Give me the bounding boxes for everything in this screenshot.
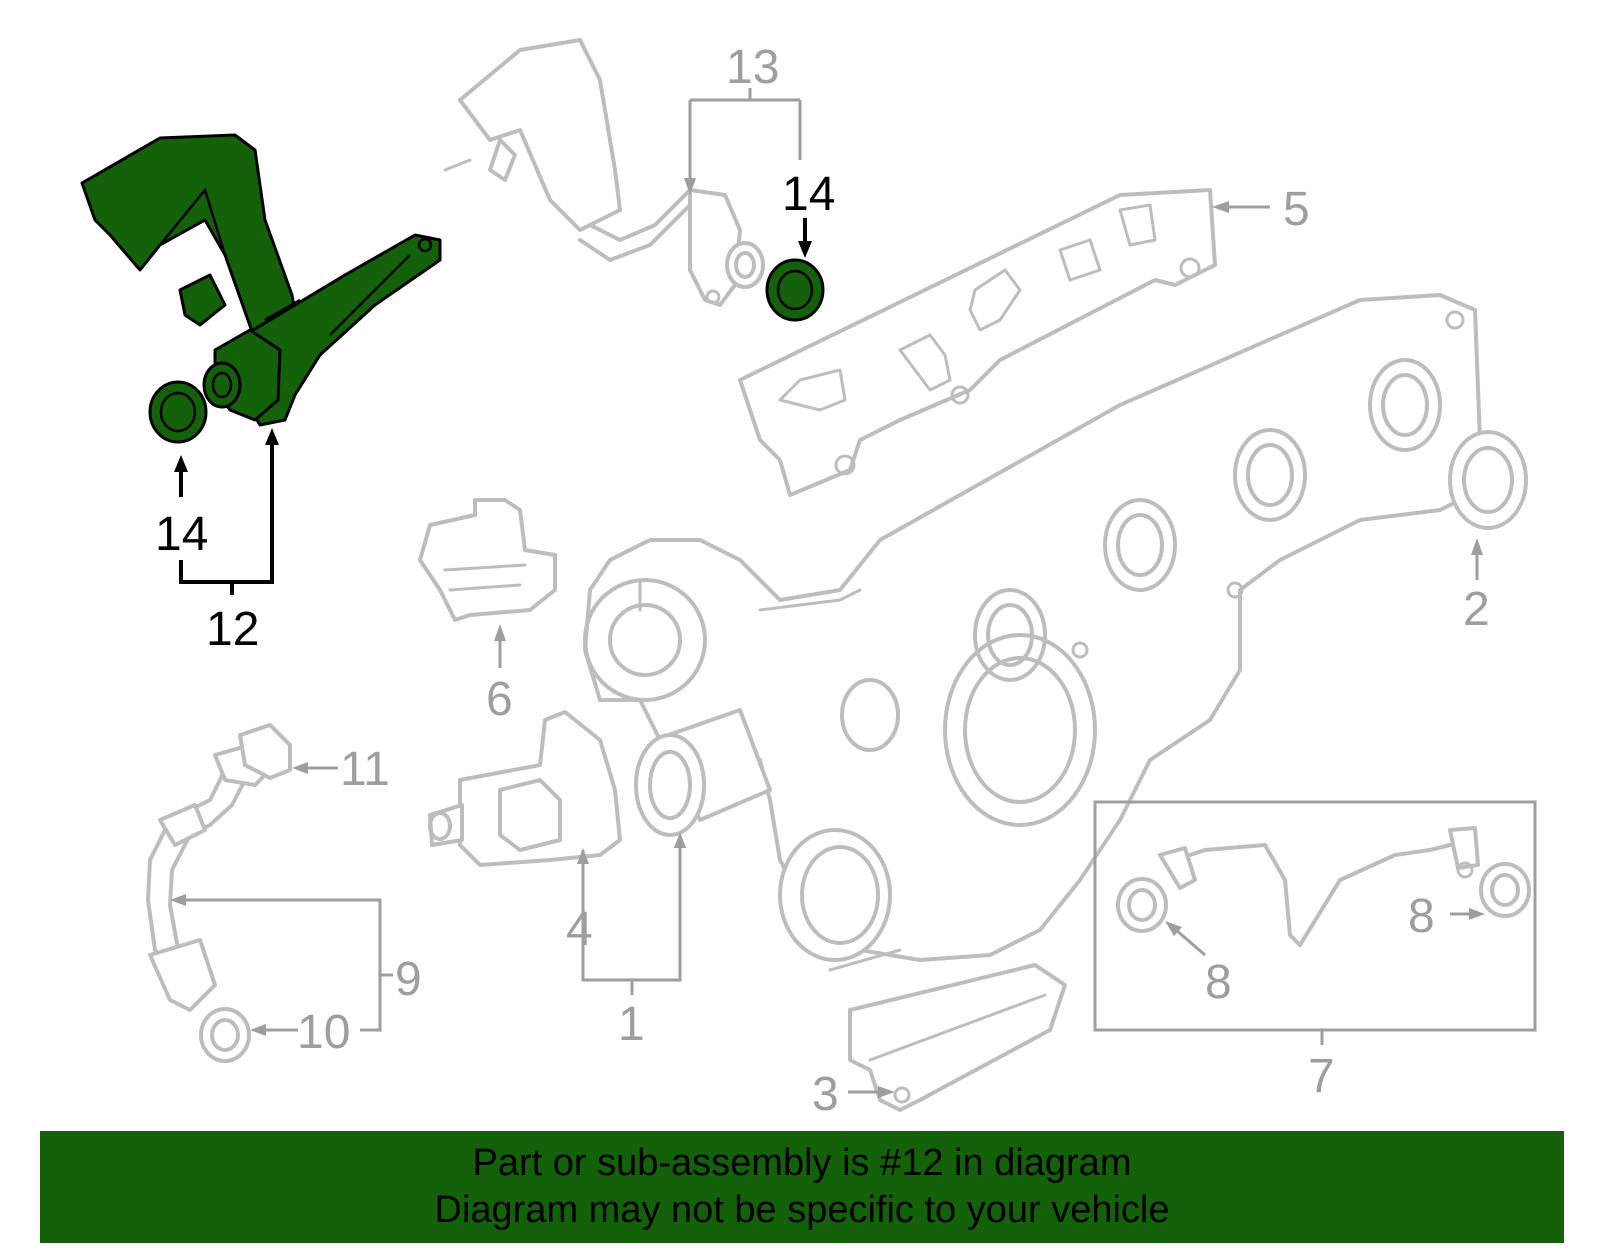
part-8-gasket-left: [1116, 877, 1168, 933]
callout-label-8-left: 8: [1205, 956, 1232, 1009]
callout-label-9: 9: [395, 953, 422, 1006]
callout-label-1: 1: [618, 998, 645, 1051]
part-11-gasket: [238, 723, 292, 780]
callout-12: 12: [174, 428, 279, 656]
part-6-solenoid-valve: [418, 498, 557, 622]
banner-line-2: Diagram may not be specific to your vehi…: [434, 1189, 1170, 1231]
callout-4: 4: [566, 865, 593, 956]
part-14-seal-left-highlighted: [148, 380, 208, 444]
part-13-coolant-line: [443, 38, 765, 307]
part-1-turbocharger: [583, 293, 1482, 972]
callout-label-3: 3: [812, 1068, 839, 1121]
callout-label-5: 5: [1283, 183, 1310, 236]
part-12-coolant-line-highlighted: [80, 133, 442, 427]
banner-line-1: Part or sub-assembly is #12 in diagram: [472, 1142, 1132, 1184]
callout-13: 13: [684, 41, 802, 195]
part-8-gasket-right: [1479, 862, 1531, 918]
part-10-gasket: [199, 1007, 251, 1063]
callout-label-2: 2: [1463, 583, 1490, 636]
callout-label-8-right: 8: [1408, 890, 1435, 943]
callout-2: 2: [1463, 538, 1490, 636]
callout-1: 1: [577, 832, 686, 1051]
callout-label-10: 10: [297, 1006, 350, 1059]
callout-label-14-right: 14: [782, 168, 835, 221]
part-3-bracket: [848, 963, 1067, 1112]
callout-label-7: 7: [1308, 1050, 1335, 1103]
callout-14-right: 14: [782, 168, 835, 258]
info-banner: Part or sub-assembly is #12 in diagram D…: [40, 1131, 1564, 1243]
callout-label-14-left: 14: [155, 508, 208, 561]
callout-5: 5: [1212, 183, 1310, 236]
callout-6: 6: [486, 624, 513, 726]
callout-label-4: 4: [566, 903, 593, 956]
part-5-heat-shield: [738, 188, 1217, 497]
part-2-gasket: [1448, 430, 1528, 530]
callout-label-11: 11: [340, 743, 390, 796]
callout-10: 10: [250, 1006, 350, 1059]
callout-8-right: 8: [1408, 890, 1485, 943]
part-14-seal-right-highlighted: [765, 258, 825, 322]
callout-label-12: 12: [206, 603, 259, 656]
callout-3: 3: [812, 1068, 895, 1121]
callout-14-left: 14: [155, 508, 208, 561]
part-7-oil-return-line: [1093, 800, 1537, 1032]
callout-9: 9: [170, 894, 422, 1032]
part-4-actuator: [428, 710, 622, 867]
part-9-oil-line: [146, 743, 272, 1012]
callout-11: 11: [292, 743, 390, 796]
callout-7: 7: [1308, 1030, 1335, 1103]
callout-label-13: 13: [726, 41, 779, 94]
callout-label-6: 6: [486, 673, 513, 726]
callout-8-left: 8: [1165, 921, 1232, 1009]
